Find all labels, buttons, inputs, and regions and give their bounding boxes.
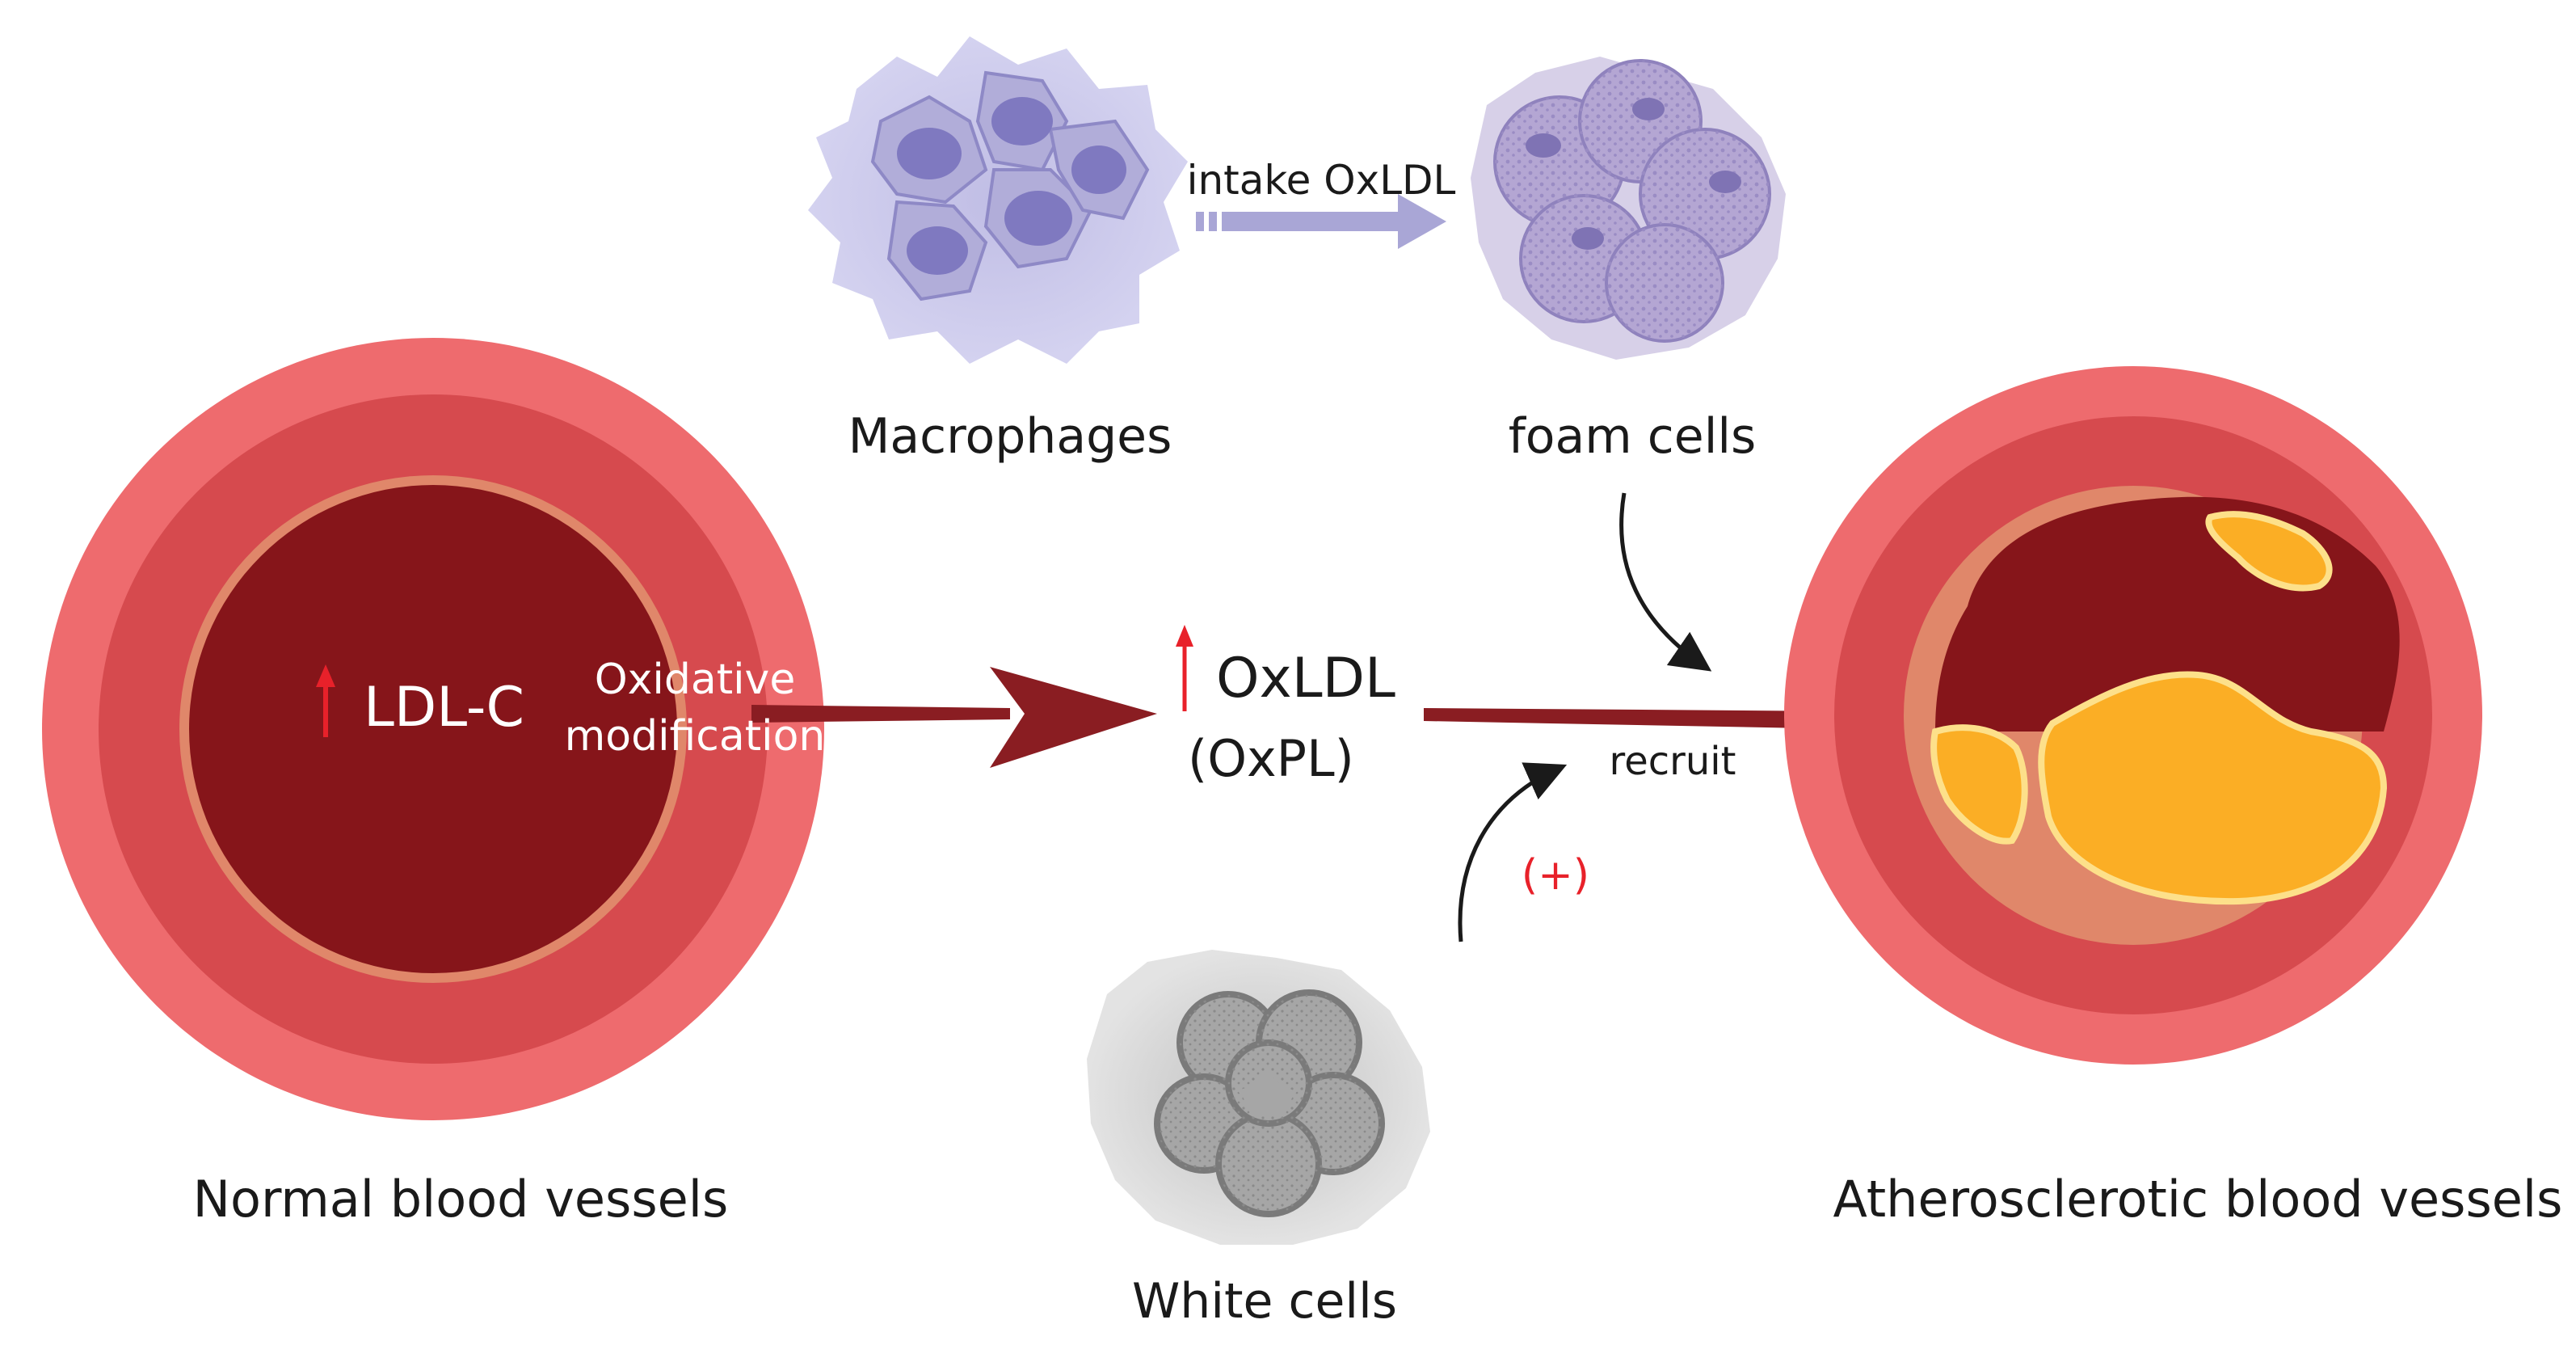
foam-recruit-arrow (1619, 492, 1712, 672)
normal-vessel (42, 338, 824, 1120)
macrophages-label: Macrophages (848, 408, 1172, 465)
normal-vessels-label: Normal blood vessels (193, 1170, 729, 1229)
intake-arrow (1196, 194, 1446, 249)
modification-label: modification (565, 712, 826, 761)
oxidative-label: Oxidative (595, 656, 796, 704)
foam-cell-cluster (1471, 57, 1786, 360)
positive-effect-label: (+) (1522, 851, 1589, 900)
increase-arrow-icon (316, 664, 335, 737)
macrophage-cluster (808, 36, 1188, 364)
atherosclerotic-vessel (1784, 366, 2482, 1065)
foam-cells-label: foam cells (1509, 408, 1757, 465)
intake-label: intake OxLDL (1187, 157, 1456, 204)
white-cell-recruit-arrow (1458, 762, 1568, 942)
oxldl-label: OxLDL (1216, 647, 1395, 710)
white-cells-label: White cells (1132, 1273, 1397, 1330)
oxpl-label: (OxPL) (1188, 729, 1354, 788)
ldl-c-label: LDL-C (364, 676, 524, 740)
recruit-label: recruit (1610, 739, 1736, 784)
athero-vessels-label: Atherosclerotic blood vessels (1833, 1170, 2563, 1229)
oxidation-arrow (751, 667, 1157, 768)
white-cell-cluster (1087, 950, 1430, 1245)
increase-arrow-icon (1176, 625, 1193, 711)
